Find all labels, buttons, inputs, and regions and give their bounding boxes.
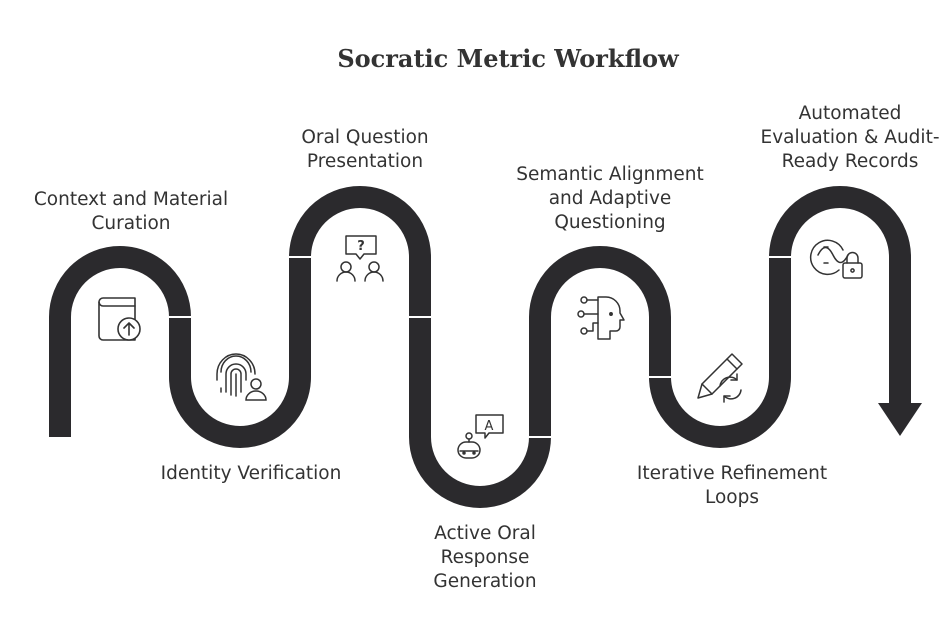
ai-head-icon (577, 296, 625, 340)
diagram-title: Socratic Metric Workflow (337, 44, 679, 73)
fingerprint-user-icon (216, 353, 267, 401)
book-upload-icon (98, 297, 141, 341)
svg-text:A: A (485, 419, 494, 434)
svg-text:?: ? (357, 239, 365, 254)
lock-analysis-icon (809, 239, 863, 279)
step-label-identity-verification: Identity Verification (160, 463, 342, 484)
pencil-refresh-icon (697, 353, 743, 403)
path-band (49, 186, 911, 508)
path-arrowhead (878, 403, 922, 436)
question-people-icon: ? (336, 235, 384, 282)
step-label-context-curation: Context and Material Curation (33, 189, 229, 234)
robot-speech-icon: A (457, 414, 504, 459)
segment-dividers (168, 256, 792, 438)
step-label-oral-question: Oral Question Presentation (301, 127, 429, 172)
step-label-active-response: Active Oral Response Generation (433, 523, 537, 592)
step-label-automated-evaluation: Automated Evaluation & Audit- Ready Reco… (760, 103, 940, 172)
step-label-semantic-alignment: Semantic Alignment and Adaptive Question… (516, 164, 704, 233)
step-label-iterative-refinement: Iterative Refinement Loops (636, 463, 828, 508)
